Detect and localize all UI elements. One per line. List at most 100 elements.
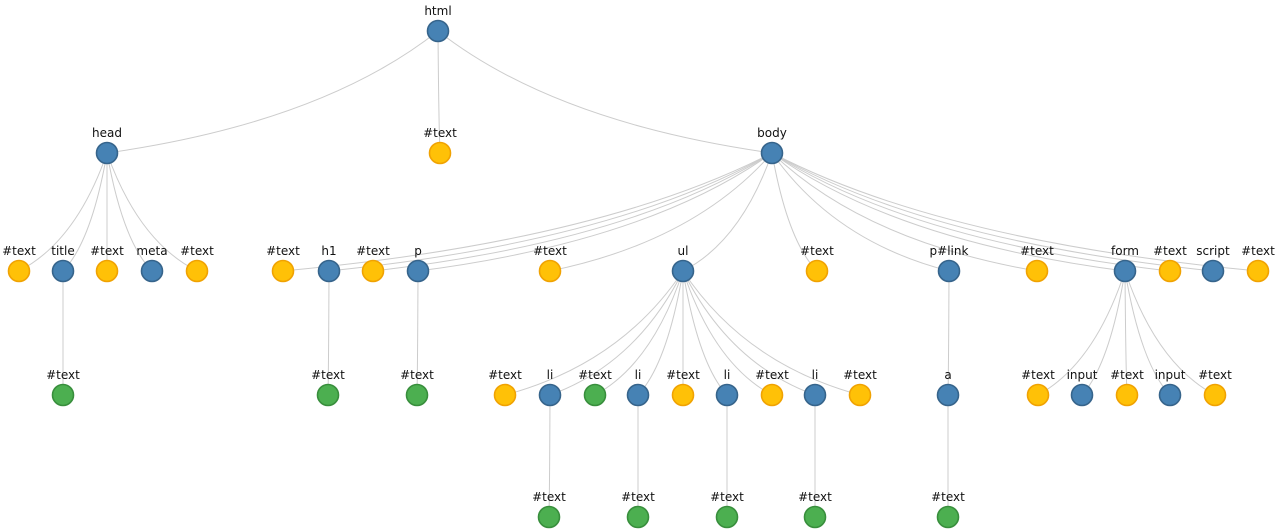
- node-31-label: #text: [755, 368, 789, 382]
- node-8-text-circle[interactable]: [185, 259, 209, 283]
- edge-body-to-p-12: [417, 152, 773, 272]
- node-4-label: #text: [2, 244, 36, 258]
- node-1-head-circle[interactable]: [95, 141, 119, 165]
- node-36-label: input: [1067, 368, 1098, 382]
- node-43-label: #text: [798, 490, 832, 504]
- edge-ul-to-li-26: [549, 270, 684, 396]
- node-19-text-circle[interactable]: [1158, 259, 1182, 283]
- node-11-text-circle[interactable]: [361, 259, 385, 283]
- node-27-text-circle[interactable]: [583, 383, 607, 407]
- node-24-text-circle[interactable]: [405, 383, 429, 407]
- node-21-label: #text: [1241, 244, 1275, 258]
- edge-head-to-text-4: [18, 152, 108, 272]
- node-18-form-circle[interactable]: [1113, 259, 1137, 283]
- node-12-label: p: [414, 244, 422, 258]
- node-44-text-circle[interactable]: [936, 505, 960, 529]
- node-15-text-circle[interactable]: [805, 259, 829, 283]
- node-10-label: h1: [321, 244, 336, 258]
- node-21-text-circle[interactable]: [1246, 259, 1270, 283]
- edge-head-to-text-8: [106, 152, 198, 272]
- edge-ul-to-text-31: [682, 270, 773, 396]
- edge-body-to-plink-16: [771, 152, 950, 272]
- node-42-text-circle[interactable]: [715, 505, 739, 529]
- node-35-text-circle[interactable]: [1026, 383, 1050, 407]
- node-39-text-circle[interactable]: [1203, 383, 1227, 407]
- node-0-label: html: [424, 4, 451, 18]
- node-16-plink-circle[interactable]: [937, 259, 961, 283]
- node-6-label: #text: [90, 244, 124, 258]
- edge-body-to-h1-10: [328, 152, 773, 272]
- node-44-label: #text: [931, 490, 965, 504]
- edge-ul-to-text-25: [504, 270, 684, 396]
- node-2-text-circle[interactable]: [428, 141, 452, 165]
- node-5-label: title: [51, 244, 74, 258]
- edge-body-to-ul-14: [682, 152, 773, 272]
- node-24-label: #text: [400, 368, 434, 382]
- node-20-script-circle[interactable]: [1201, 259, 1225, 283]
- node-30-li-circle[interactable]: [715, 383, 739, 407]
- node-43-text-circle[interactable]: [803, 505, 827, 529]
- edge-html-to-head-1: [106, 30, 439, 154]
- edge-body-to-text-13: [549, 152, 773, 272]
- node-33-text-circle[interactable]: [848, 383, 872, 407]
- node-26-li-circle[interactable]: [538, 383, 562, 407]
- node-13-label: #text: [533, 244, 567, 258]
- node-19-label: #text: [1153, 244, 1187, 258]
- node-33-label: #text: [843, 368, 877, 382]
- edge-ul-to-li-32: [682, 270, 816, 396]
- node-0-html-circle[interactable]: [426, 19, 450, 43]
- node-9-label: #text: [266, 244, 300, 258]
- node-34-label: a: [944, 368, 951, 382]
- edge-ul-to-text-33: [682, 270, 861, 396]
- node-42-label: #text: [710, 490, 744, 504]
- node-41-label: #text: [621, 490, 655, 504]
- node-4-text-circle[interactable]: [7, 259, 31, 283]
- node-10-h1-circle[interactable]: [317, 259, 341, 283]
- node-25-text-circle[interactable]: [493, 383, 517, 407]
- node-12-p-circle[interactable]: [406, 259, 430, 283]
- node-18-label: form: [1111, 244, 1139, 258]
- node-14-label: ul: [678, 244, 689, 258]
- node-35-label: #text: [1021, 368, 1055, 382]
- node-25-label: #text: [488, 368, 522, 382]
- node-3-label: body: [757, 126, 787, 140]
- node-15-label: #text: [800, 244, 834, 258]
- node-8-label: #text: [180, 244, 214, 258]
- node-31-text-circle[interactable]: [760, 383, 784, 407]
- node-3-body-circle[interactable]: [760, 141, 784, 165]
- edge-html-to-body-3: [437, 30, 773, 154]
- edge-body-to-script-20: [771, 152, 1214, 272]
- node-37-label: #text: [1110, 368, 1144, 382]
- edge-body-to-form-18: [771, 152, 1126, 272]
- node-6-text-circle[interactable]: [95, 259, 119, 283]
- node-37-text-circle[interactable]: [1115, 383, 1139, 407]
- node-36-input-circle[interactable]: [1070, 383, 1094, 407]
- node-29-text-circle[interactable]: [671, 383, 695, 407]
- node-17-label: #text: [1020, 244, 1054, 258]
- node-22-text-circle[interactable]: [51, 383, 75, 407]
- node-23-text-circle[interactable]: [316, 383, 340, 407]
- node-14-ul-circle[interactable]: [671, 259, 695, 283]
- node-17-text-circle[interactable]: [1025, 259, 1049, 283]
- node-40-text-circle[interactable]: [537, 505, 561, 529]
- node-22-label: #text: [46, 368, 80, 382]
- node-32-label: li: [812, 368, 819, 382]
- node-5-title-circle[interactable]: [51, 259, 75, 283]
- node-13-text-circle[interactable]: [538, 259, 562, 283]
- node-38-input-circle[interactable]: [1158, 383, 1182, 407]
- node-7-meta-circle[interactable]: [140, 259, 164, 283]
- node-40-label: #text: [532, 490, 566, 504]
- node-39-label: #text: [1198, 368, 1232, 382]
- edge-body-to-text-19: [771, 152, 1171, 272]
- node-41-text-circle[interactable]: [626, 505, 650, 529]
- edge-form-to-text-39: [1124, 270, 1216, 396]
- node-32-li-circle[interactable]: [803, 383, 827, 407]
- node-16-label: p#link: [930, 244, 969, 258]
- node-34-a-circle[interactable]: [936, 383, 960, 407]
- node-29-label: #text: [666, 368, 700, 382]
- node-28-li-circle[interactable]: [626, 383, 650, 407]
- node-9-text-circle[interactable]: [271, 259, 295, 283]
- node-30-label: li: [724, 368, 731, 382]
